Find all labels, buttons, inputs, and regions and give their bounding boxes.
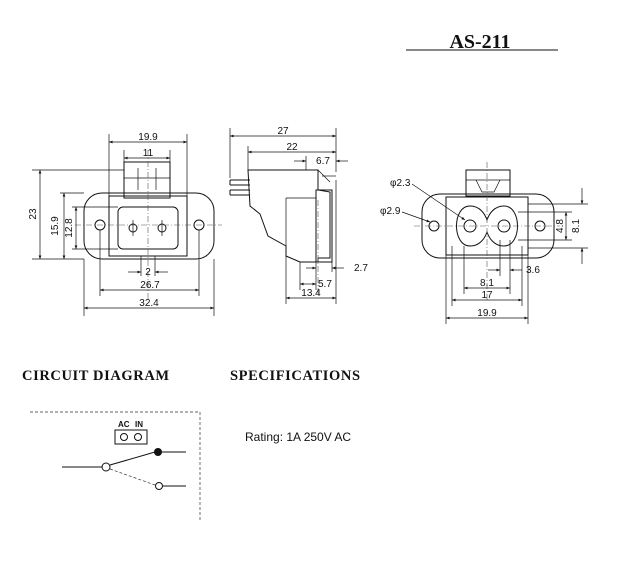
front-view: 19.9 11 23 15.9 12.8 2 26.7 32 (28, 132, 222, 316)
model-title: AS-211 (449, 31, 510, 53)
front-top-block (123, 161, 171, 199)
socket-view: φ2.3 φ2.9 4.8 8.1 3.6 8.1 17 (380, 162, 588, 324)
front-dim-23: 23 (28, 208, 39, 220)
socket-dim-8-1-h: 8.1 (480, 278, 494, 289)
socket-latch-detail (475, 179, 501, 193)
circuit-label-in: IN (135, 420, 143, 429)
front-dim-32-4: 32.4 (139, 298, 159, 309)
front-dim-2: 2 (145, 267, 151, 278)
front-flange (83, 192, 215, 260)
front-dim-26-7: 26.7 (140, 280, 160, 291)
circuit-diagram: AC IN (30, 411, 201, 520)
specifications-heading: SPECIFICATIONS (230, 368, 361, 384)
side-dim-22: 22 (286, 142, 298, 153)
side-dim-5-7: 5.7 (318, 279, 332, 290)
side-dim-2-7: 2.7 (354, 263, 368, 274)
switch-contact-open (155, 482, 163, 490)
leader-line (401, 211, 431, 223)
socket-dim-4-8: 4.8 (555, 219, 566, 233)
side-flange (315, 189, 333, 263)
title-block: AS-211 (406, 31, 558, 53)
socket-dim-3-6: 3.6 (526, 265, 540, 276)
connector-terminal-2 (134, 433, 142, 441)
socket-dim-8-1-v: 8.1 (571, 219, 582, 233)
switch-arm (109, 451, 156, 466)
leader-line (411, 183, 466, 221)
front-dim-15-9: 15.9 (50, 216, 61, 236)
switch-contact-closed (154, 448, 162, 456)
side-dim-27: 27 (277, 126, 289, 137)
socket-dim-phi-2-9: φ2.9 (380, 206, 401, 217)
circuit-diagram-heading: CIRCUIT DIAGRAM (22, 368, 170, 384)
side-dim-13-4: 13.4 (301, 288, 321, 299)
front-dim-19-9: 19.9 (138, 132, 158, 143)
circuit-label-ac: AC (118, 420, 130, 429)
socket-dim-phi-2-3: φ2.3 (390, 178, 411, 189)
socket-dim-17: 17 (481, 290, 493, 301)
spec-rating: Rating: 1A 250V AC (245, 430, 351, 444)
side-view: 27 22 6.7 2.7 5.7 13.4 (229, 126, 368, 304)
switch-alt-path (109, 468, 156, 486)
connector-terminal-1 (120, 433, 128, 441)
front-dim-11: 11 (143, 148, 154, 159)
front-dim-12-8: 12.8 (64, 218, 75, 238)
ac-in-connector (114, 429, 148, 445)
socket-top-latch (465, 169, 511, 197)
socket-dim-19-9: 19.9 (477, 308, 497, 319)
switch-common-contact (101, 462, 111, 472)
side-dim-6-7: 6.7 (316, 156, 330, 167)
